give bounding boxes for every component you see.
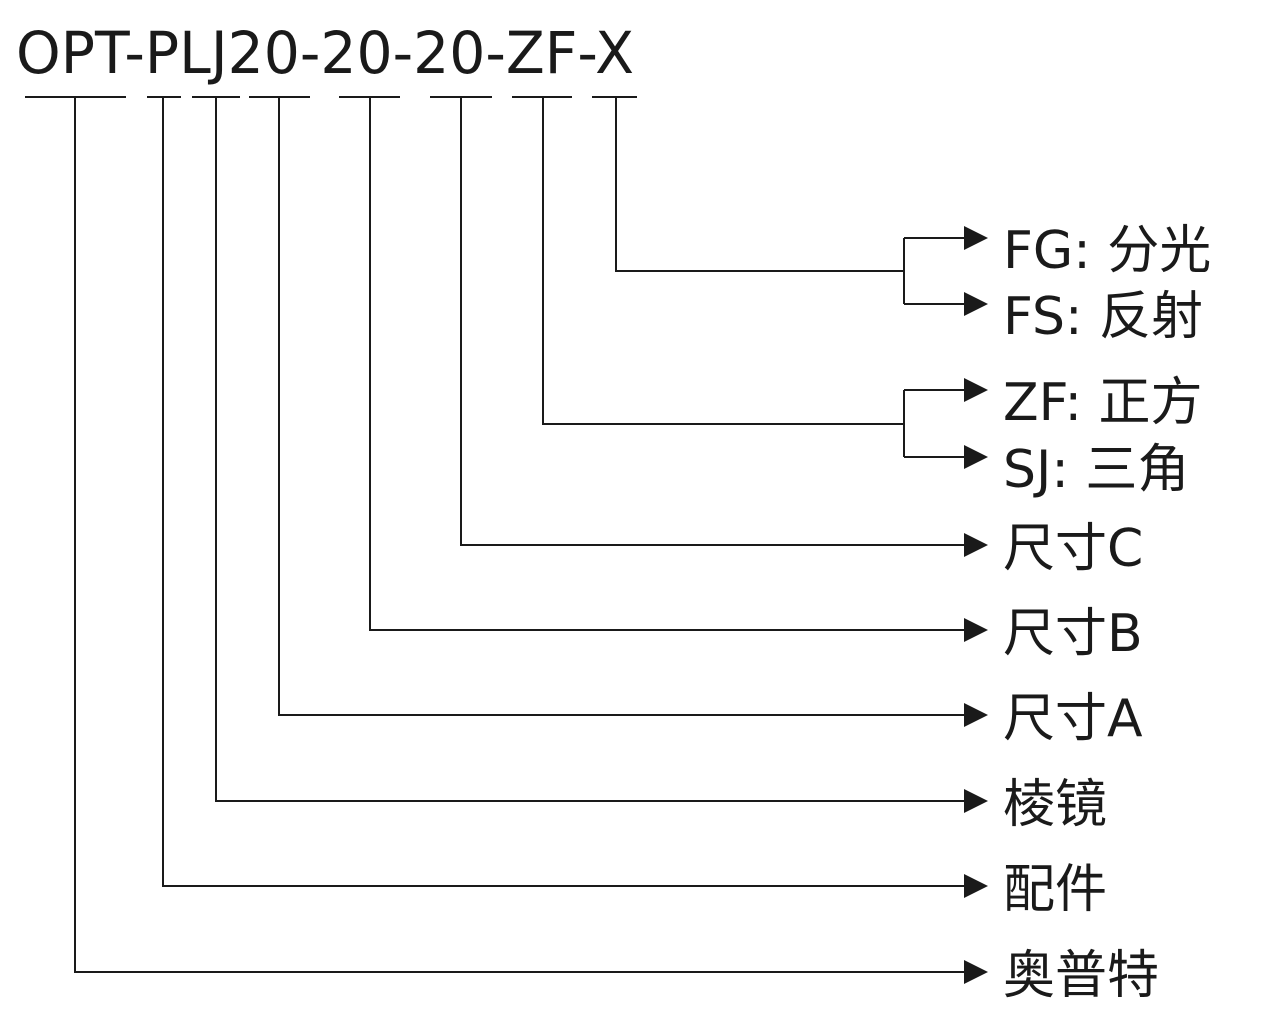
connector-prism bbox=[215, 97, 988, 813]
connector-size-c bbox=[460, 97, 988, 557]
arrow-zf bbox=[964, 378, 988, 402]
label-size-b: 尺寸B bbox=[1003, 604, 1143, 664]
arrow-fs bbox=[964, 292, 988, 316]
label-sj: SJ: 三角 bbox=[1003, 440, 1189, 500]
option-labels: FG: 分光 FS: 反射 ZF: 正方 SJ: 三角 尺寸C 尺寸B 尺寸A … bbox=[1003, 221, 1211, 1006]
arrow-size-b bbox=[964, 618, 988, 642]
label-fg: FG: 分光 bbox=[1003, 221, 1211, 281]
label-prism: 棱镜 bbox=[1003, 775, 1107, 835]
label-size-c: 尺寸C bbox=[1003, 519, 1143, 579]
connector-size-a bbox=[278, 97, 988, 727]
arrow-prism bbox=[964, 789, 988, 813]
arrow-fg bbox=[964, 226, 988, 250]
connector-type-x bbox=[615, 97, 988, 316]
arrow-sj bbox=[964, 445, 988, 469]
connector-accessory bbox=[162, 97, 988, 898]
label-brand: 奥普特 bbox=[1003, 946, 1159, 1006]
connector-size-b bbox=[369, 97, 988, 642]
arrow-brand bbox=[964, 960, 988, 984]
arrow-accessory bbox=[964, 874, 988, 898]
label-size-a: 尺寸A bbox=[1003, 689, 1143, 749]
arrow-size-a bbox=[964, 703, 988, 727]
connector-shape-zf bbox=[542, 97, 988, 469]
label-fs: FS: 反射 bbox=[1003, 287, 1203, 347]
label-zf: ZF: 正方 bbox=[1003, 373, 1203, 433]
label-accessory: 配件 bbox=[1003, 860, 1107, 920]
arrow-size-c bbox=[964, 533, 988, 557]
product-code: OPT-PLJ20-20-20-ZF-X bbox=[16, 19, 634, 87]
connector-brand bbox=[74, 97, 988, 984]
